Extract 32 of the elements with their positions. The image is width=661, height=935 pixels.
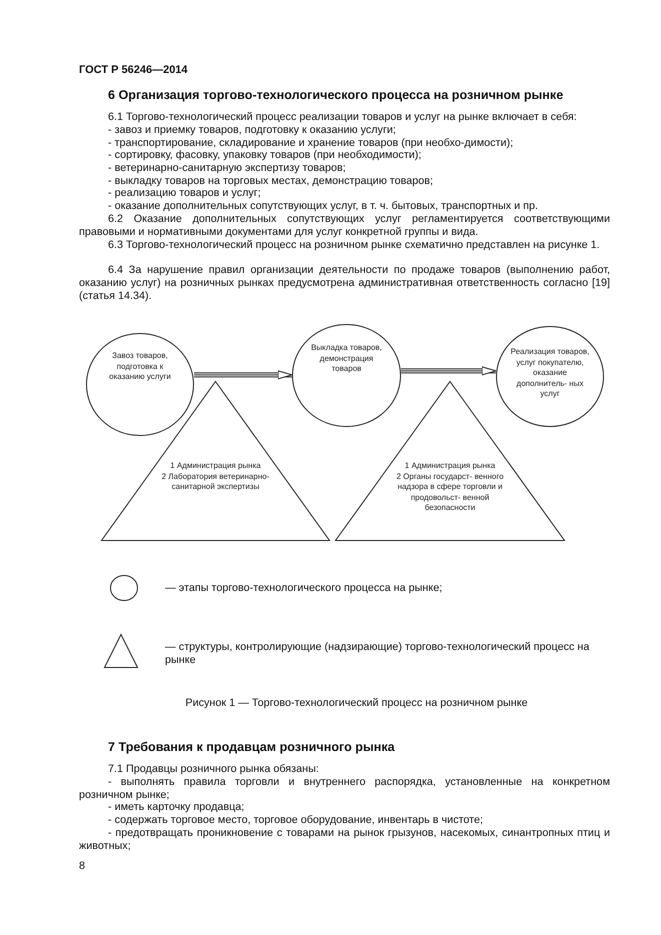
legend-text: — структуры, контролирующие (надзирающие) торгово-технологический процесс на рынке	[165, 641, 590, 667]
stage-label: Завоз товаров, подготовка к оказанию услуги	[108, 351, 172, 382]
arrow	[194, 370, 292, 380]
list-item-text: 2 Органы государст- венного надзора в сфере торговли и продовольст- венной безопасности	[395, 472, 505, 514]
paragraph-text: - содержать торговое место, торговое оборудование, инвентарь в чистоте;	[107, 814, 484, 827]
paragraph-text: 6.1 Торгово-технологический процесс реализации товаров и услуг на рынке включает в себя:	[107, 111, 578, 124]
paragraph-text: - иметь карточку продавца;	[107, 801, 246, 814]
paragraph-text: - выкладку товаров на торговых местах, демонстрацию товаров;	[107, 175, 434, 188]
arrow	[400, 366, 496, 376]
paragraph-text: - реализацию товаров и услуг;	[107, 187, 262, 200]
paragraph-text: - оказание дополнительных сопутствующих услуг, в т. ч. бытовых, транспортных и пр.	[107, 200, 540, 213]
paragraph-text: - завоз и приемку товаров, подготовку к оказанию услуги;	[107, 124, 397, 137]
figure-caption: Рисунок 1 — Торгово-технологический процесс на розничном рынке	[184, 697, 529, 710]
document-header: ГОСТ Р 56246—2014	[79, 64, 188, 77]
paragraph-text: - сортировку, фасовку, упаковку товаров (при необходимости);	[107, 149, 422, 162]
section-heading: 6 Организация торгово-технологического процесса на розничном рынке	[107, 89, 564, 102]
list-item-text: 1 Администрация рынка	[169, 461, 262, 472]
paragraph-text: - транспортирование, складирование и хранение товаров (при необхо-димости);	[107, 137, 514, 150]
list-item-text: 2 Лаборатория ветеринарно-санитарной экспертизы	[160, 472, 270, 492]
paragraph-text: 6.4 За нарушение правил организации деятельности по продаже товаров (выполнению работ, оказанию услуг) на розничных рынках предусмотрена административная ответственность согласно [19] (статья 14.34).	[79, 264, 610, 302]
paragraph-text: - ветеринарно-санитарную экспертизу товаров;	[107, 162, 347, 175]
stage-label: Реализация товаров, услуг покупателю, оказание дополнитель- ных услуг	[510, 347, 590, 400]
paragraph-text: 6.2 Оказание дополнительных сопутствующих услуг регламентируется соответствующими правовыми и нормативными документами для услуг конкретной группы и вида.	[79, 213, 610, 239]
list-item-text: 1 Администрация рынка	[404, 461, 496, 472]
legend-text: — этапы торгово-технологического процесса на рынке;	[165, 582, 444, 595]
stage-label: Выкладка товаров, демонстрация товаров	[310, 343, 383, 374]
paragraph-text: 7.1 Продавцы розничного рынка обязаны:	[107, 763, 320, 776]
paragraph-text: - предотвращать проникновение с товарами на рынок грызунов, насекомых, синантропных птиц и животных;	[79, 827, 610, 853]
paragraph-text: - выполнять правила торговли и внутреннего распорядка, установленные на конкретном розничном рынке;	[79, 776, 610, 802]
page-number: 8	[79, 860, 86, 873]
paragraph-text: 6.3 Торгово-технологический процесс на розничном рынке схематично представлен на рисунке 1.	[107, 239, 601, 252]
section-heading: 7 Требования к продавцам розничного рынка	[107, 741, 395, 754]
